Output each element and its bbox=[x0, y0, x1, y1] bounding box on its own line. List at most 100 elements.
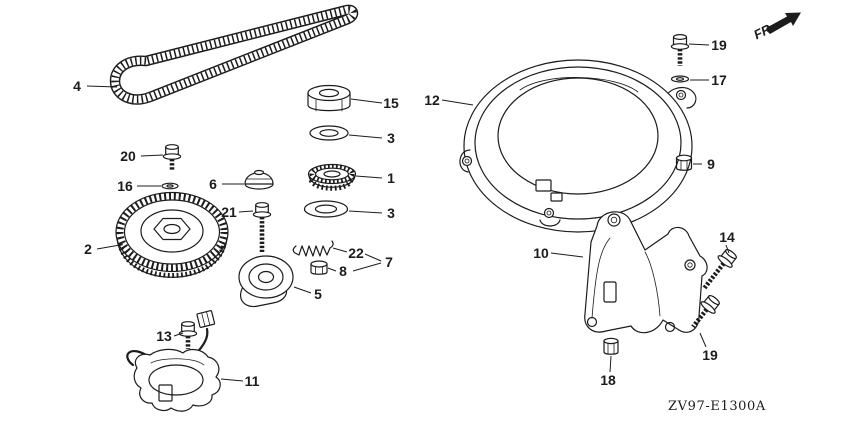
part-16-washer bbox=[161, 182, 179, 190]
leader-line bbox=[348, 134, 383, 139]
bolt-flange bbox=[252, 211, 272, 218]
callout-22: 22 bbox=[348, 245, 364, 261]
part-18-bushing bbox=[603, 337, 619, 355]
callout-7: 7 bbox=[385, 254, 393, 270]
bracket-outline bbox=[584, 211, 708, 334]
part-9-cap bbox=[675, 154, 693, 171]
pulley-teeth bbox=[116, 192, 228, 272]
bolt-shaft bbox=[691, 308, 709, 329]
cover-flange bbox=[463, 59, 693, 233]
part-10-mounting-bracket bbox=[584, 211, 708, 334]
fr-label: FR. bbox=[751, 20, 776, 43]
roller-hub bbox=[257, 270, 275, 284]
bolt-flange bbox=[700, 301, 716, 314]
callout-16: 16 bbox=[117, 178, 133, 194]
callout-3a: 3 bbox=[387, 130, 395, 146]
leader-line bbox=[327, 267, 337, 272]
callout-19a: 19 bbox=[711, 37, 727, 53]
bracket-hole bbox=[586, 316, 598, 328]
callout-15: 15 bbox=[383, 95, 399, 111]
leader-line bbox=[173, 332, 184, 337]
callout-20: 20 bbox=[120, 148, 136, 164]
leader-line bbox=[238, 210, 254, 213]
callout-5: 5 bbox=[314, 286, 322, 302]
part-5-tensioner-roller bbox=[238, 255, 294, 308]
leader-line bbox=[364, 253, 382, 262]
washer-hole bbox=[166, 184, 174, 188]
leader-line bbox=[725, 244, 730, 254]
part-3-washer-upper bbox=[309, 125, 349, 141]
fr-direction-marker: FR. bbox=[751, 12, 801, 43]
callout-labels: 4 20 16 2 6 21 15 3 1 3 22 7 8 5 13 11 1… bbox=[73, 37, 735, 389]
callout-4: 4 bbox=[73, 78, 81, 94]
leader-line bbox=[293, 286, 312, 294]
bracket-hole bbox=[607, 213, 621, 227]
part-12-starter-cover bbox=[459, 59, 697, 233]
washer-hole bbox=[314, 204, 338, 214]
bolt-flange bbox=[162, 153, 182, 160]
leader-line bbox=[699, 332, 707, 348]
part-22-spring bbox=[292, 240, 334, 257]
callout-21: 21 bbox=[221, 204, 237, 220]
gear-hole bbox=[323, 170, 341, 178]
tab-bottom bbox=[539, 219, 561, 227]
leader-line bbox=[348, 210, 383, 214]
nut-hole bbox=[318, 88, 340, 98]
leader-line bbox=[140, 154, 164, 157]
callout-8: 8 bbox=[339, 263, 347, 279]
washer-hole bbox=[319, 129, 339, 137]
part-19-bolt-upper bbox=[670, 33, 690, 66]
bracket-hole bbox=[684, 259, 696, 271]
part-1-pulley-gear bbox=[307, 163, 357, 191]
leader-line bbox=[688, 43, 710, 46]
part-19-bolt-lower bbox=[691, 294, 720, 329]
part-8-bushing bbox=[310, 260, 328, 275]
callout-2: 2 bbox=[84, 241, 92, 257]
diagram-code: ZV97-E1300A bbox=[668, 399, 766, 414]
callout-19b: 19 bbox=[702, 347, 718, 363]
leader-line bbox=[220, 378, 244, 382]
leader-line bbox=[352, 262, 382, 272]
part-13-bolt bbox=[178, 321, 198, 349]
callout-18: 18 bbox=[600, 372, 616, 388]
pulley-face bbox=[123, 199, 221, 265]
cover-dome bbox=[497, 77, 659, 195]
callout-13: 13 bbox=[156, 328, 172, 344]
leader-line bbox=[550, 252, 584, 258]
wire-connector bbox=[196, 310, 216, 329]
cover-boss bbox=[535, 179, 552, 192]
callout-10: 10 bbox=[533, 245, 549, 261]
gear-teeth bbox=[309, 164, 355, 184]
part-14-bolt bbox=[702, 248, 737, 290]
leader-lines bbox=[86, 43, 730, 382]
bolt-flange bbox=[178, 330, 198, 337]
hex-bore bbox=[153, 217, 191, 241]
tab-left bbox=[459, 149, 471, 173]
bolt-flange bbox=[670, 43, 690, 50]
leader-line bbox=[96, 244, 121, 250]
part-20-bolt bbox=[162, 144, 182, 171]
leader-line bbox=[355, 175, 383, 179]
callout-9: 9 bbox=[707, 156, 715, 172]
part-2-timing-pulley bbox=[115, 191, 229, 278]
part-15-nut bbox=[307, 84, 351, 112]
part-3-washer-lower bbox=[303, 200, 349, 218]
bolt-shaft bbox=[702, 262, 726, 290]
leader-line bbox=[441, 99, 474, 106]
part-21-bolt bbox=[252, 202, 272, 252]
fr-arrow-icon bbox=[766, 12, 801, 34]
part-4-timing-belt bbox=[109, 4, 359, 105]
callout-11: 11 bbox=[245, 373, 260, 389]
callout-14: 14 bbox=[719, 229, 735, 245]
part-17-washer bbox=[670, 75, 690, 83]
callout-12: 12 bbox=[424, 92, 440, 108]
leader-line bbox=[332, 247, 348, 253]
part-11-pulser-housing bbox=[126, 310, 221, 412]
bolt-flange bbox=[717, 255, 733, 268]
callout-3b: 3 bbox=[387, 205, 395, 221]
part-6-cap bbox=[244, 169, 274, 190]
bracket-hole bbox=[664, 321, 676, 333]
callout-6: 6 bbox=[209, 176, 217, 192]
